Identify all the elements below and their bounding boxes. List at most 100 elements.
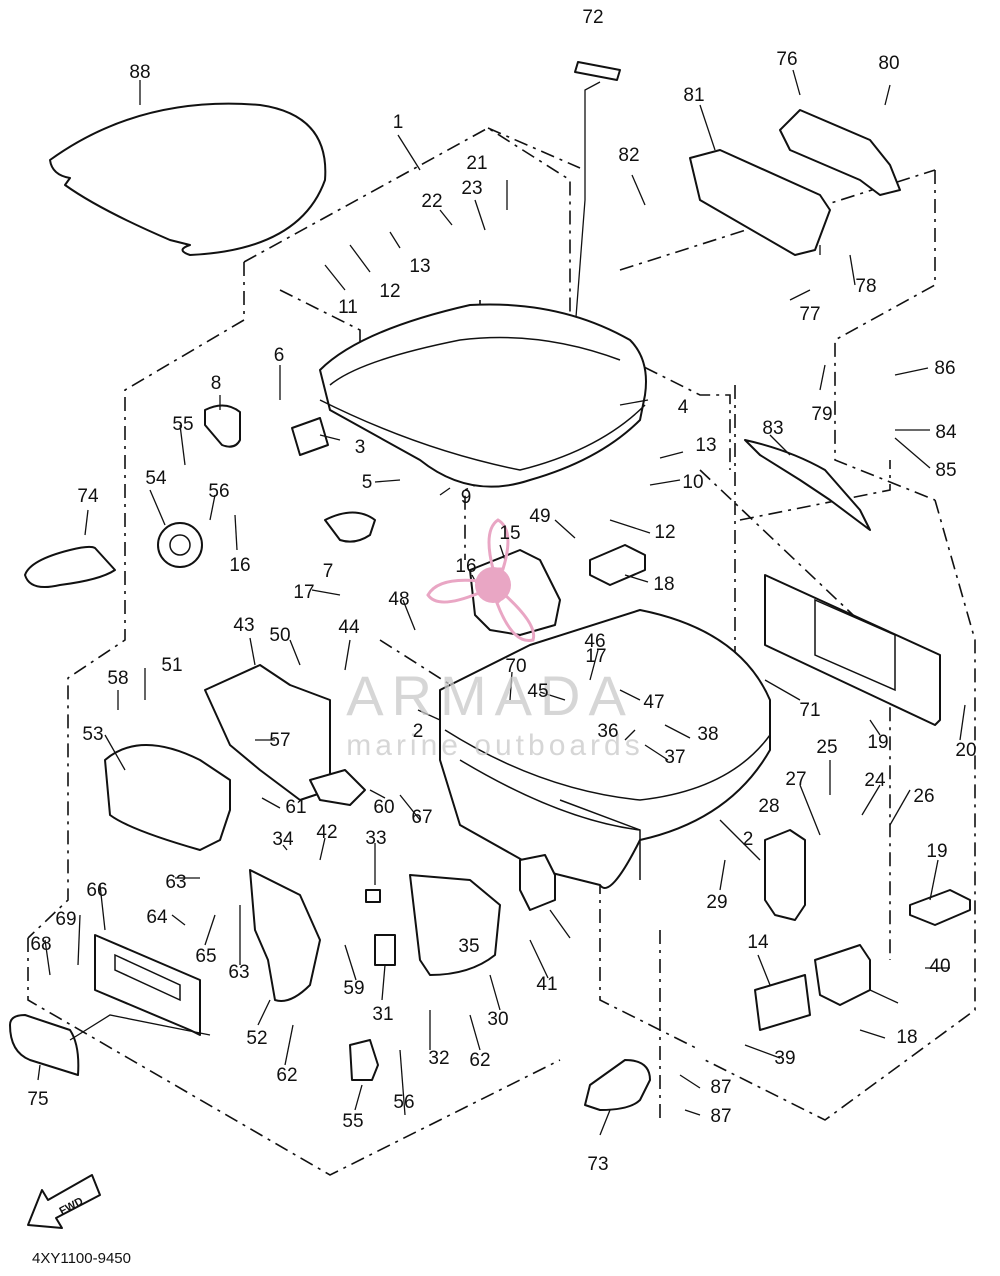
callout-38: 38: [697, 724, 718, 745]
callout-58: 58: [107, 668, 128, 689]
callout-33: 33: [365, 828, 386, 849]
callout-88: 88: [129, 62, 150, 83]
callout-73: 73: [587, 1154, 608, 1175]
callout-72: 72: [582, 7, 603, 28]
part-61-bracket: [309, 769, 366, 806]
part-74-cover: [584, 1059, 651, 1111]
callout-14: 14: [747, 932, 769, 953]
callout-29: 29: [706, 892, 727, 913]
part-76-cap: [9, 1014, 80, 1076]
part-31-housing: [409, 874, 501, 976]
callout-63: 63: [165, 872, 186, 893]
callout-49: 49: [529, 506, 550, 527]
part-2-case-body: [439, 609, 771, 889]
callout-87: 87: [710, 1106, 731, 1127]
callout-22: 22: [421, 191, 442, 212]
callout-59: 59: [343, 978, 364, 999]
callout-56: 56: [393, 1092, 414, 1113]
callout-64: 64: [146, 907, 168, 928]
callout-12: 12: [379, 281, 400, 302]
part-3-label: [291, 417, 329, 456]
callout-13: 13: [695, 435, 716, 456]
watermark-tagline: marine outboards: [346, 729, 643, 762]
callout-37: 37: [664, 747, 685, 768]
part-55-speaker-lower: [349, 1039, 379, 1081]
callout-41: 41: [536, 974, 557, 995]
callout-5: 5: [362, 472, 373, 493]
callout-71: 71: [799, 700, 820, 721]
callout-27: 27: [785, 769, 806, 790]
callout-57: 57: [269, 730, 290, 751]
callout-25: 25: [816, 737, 837, 758]
callout-28: 28: [758, 796, 779, 817]
callout-87: 87: [710, 1077, 731, 1098]
part-73-strip: [574, 61, 621, 81]
callout-53: 53: [82, 724, 103, 745]
part-84-bracket: [744, 439, 871, 531]
callout-66: 66: [86, 880, 107, 901]
callout-75: 75: [27, 1089, 48, 1110]
callout-43: 43: [233, 615, 254, 636]
callout-18: 18: [896, 1027, 917, 1048]
callout-80: 80: [878, 53, 899, 74]
part-20-panel: [764, 574, 941, 726]
callout-42: 42: [316, 822, 337, 843]
part-89-lid-liner: [49, 102, 327, 256]
callout-50: 50: [269, 625, 290, 646]
callout-46: 46: [584, 631, 605, 652]
part-34-block: [365, 889, 381, 903]
part-16-plate: [754, 974, 811, 1031]
fwd-arrow-icon: FWD: [27, 1174, 101, 1229]
callout-31: 31: [372, 1004, 393, 1025]
drawing-code: 4XY1100-9450: [32, 1250, 131, 1267]
callout-67: 67: [411, 807, 432, 828]
part-19-clip-upper: [589, 544, 646, 586]
callout-84: 84: [935, 422, 957, 443]
callout-36: 36: [597, 721, 618, 742]
callout-19: 19: [926, 841, 947, 862]
callout-9: 9: [461, 487, 472, 508]
callout-35: 35: [458, 936, 479, 957]
callout-26: 26: [913, 786, 934, 807]
callout-34: 34: [272, 829, 294, 850]
part-32-connector: [374, 934, 396, 966]
callout-15: 15: [499, 523, 520, 544]
callout-52: 52: [246, 1028, 267, 1049]
callout-17: 17: [293, 582, 314, 603]
callout-77: 77: [799, 304, 820, 325]
callout-62: 62: [276, 1065, 297, 1086]
callout-56: 56: [208, 481, 229, 502]
callout-23: 23: [461, 178, 482, 199]
callout-63: 63: [228, 962, 249, 983]
part-14-bracket: [814, 944, 871, 1006]
part-19-clip-lower: [909, 889, 971, 926]
callout-24: 24: [864, 770, 886, 791]
callout-19: 19: [867, 732, 888, 753]
callout-3: 3: [355, 437, 366, 458]
part-8-deflector: [204, 404, 241, 448]
callout-13: 13: [409, 256, 430, 277]
part-29-bracket: [764, 829, 806, 921]
callout-78: 78: [855, 276, 876, 297]
callout-10: 10: [682, 472, 703, 493]
callout-45: 45: [527, 681, 548, 702]
callout-21: 21: [466, 153, 487, 174]
callout-76: 76: [776, 49, 797, 70]
callout-68: 68: [30, 934, 51, 955]
callout-61: 61: [285, 797, 306, 818]
callout-69: 69: [55, 909, 76, 930]
part-75-cover: [24, 545, 116, 588]
callout-2: 2: [743, 829, 754, 850]
callout-62: 62: [469, 1050, 490, 1071]
callout-32: 32: [428, 1048, 449, 1069]
watermark: ARMADA marine outboards: [346, 518, 643, 762]
callout-70: 70: [505, 656, 526, 677]
part-77-bracket: [779, 109, 901, 196]
callout-17: 17: [585, 646, 606, 667]
parts: [9, 61, 971, 1111]
callout-83: 83: [762, 418, 783, 439]
callout-30: 30: [487, 1009, 508, 1030]
callout-8: 8: [211, 373, 222, 394]
callout-85: 85: [935, 460, 956, 481]
